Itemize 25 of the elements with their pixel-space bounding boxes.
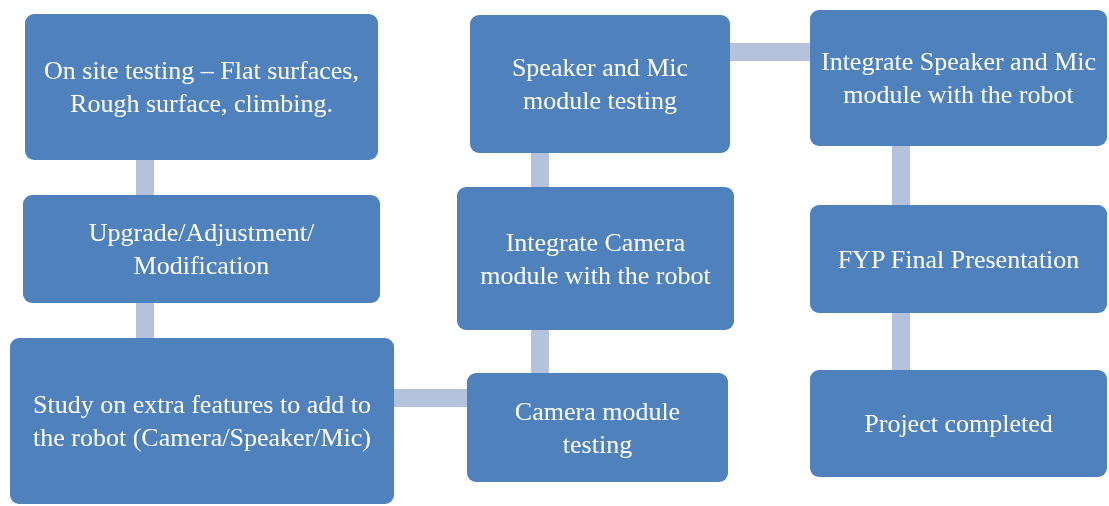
connector-bar [136, 160, 154, 195]
process-box [467, 373, 728, 482]
process-box [810, 370, 1107, 477]
step-text: Study on extra features to add to the robot (Camera/Speaker/Mic) [32, 389, 372, 454]
step-text: Upgrade/Adjustment/ Modification [87, 217, 316, 282]
connector-bar [531, 153, 549, 187]
step-text: Camera module testing [513, 395, 682, 461]
step-text: Integrate Speaker and Mic module with the robot [820, 46, 1097, 111]
process-box [470, 15, 730, 153]
connector-bar [531, 330, 549, 373]
process-box [23, 195, 380, 303]
step-text: Project completed [864, 408, 1053, 440]
process-box [810, 10, 1107, 146]
connector-bar [730, 43, 810, 61]
connector-bar [892, 146, 910, 205]
step-text: On site testing – Flat surfaces, Rough surface, climbing. [43, 55, 360, 120]
process-box [10, 338, 394, 504]
connector-bar [394, 389, 467, 407]
step-text: Integrate Camera module with the robot [479, 226, 712, 292]
process-box [457, 187, 734, 330]
connector-bar [136, 303, 154, 338]
process-box [810, 205, 1107, 313]
process-box [25, 14, 378, 160]
step-text: Speaker and Mic module testing [510, 52, 690, 117]
step-text: FYP Final Presentation [837, 243, 1080, 276]
